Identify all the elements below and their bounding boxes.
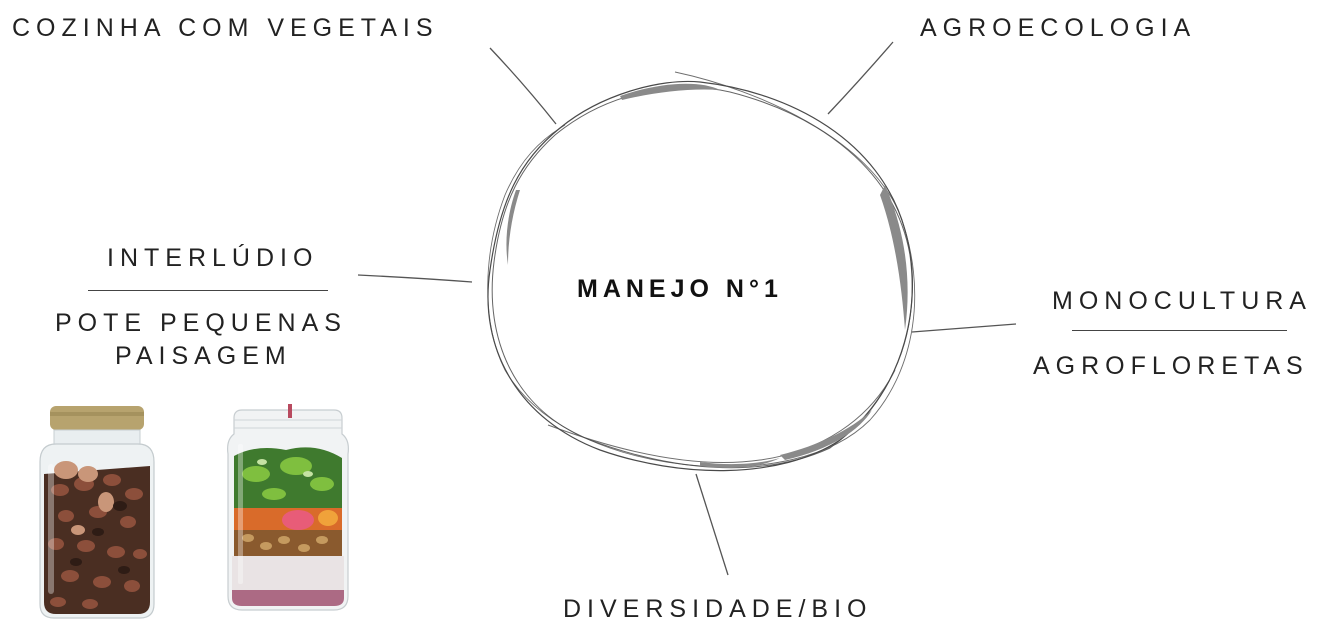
label-left-top: INTERLÚDIO xyxy=(107,244,319,272)
bean-jar-icon xyxy=(39,406,155,619)
divider-right xyxy=(1072,330,1287,331)
label-right-bottom: AGROFLORETAS xyxy=(1033,352,1309,380)
label-right-top: MONOCULTURA xyxy=(1052,287,1312,315)
spoke-right xyxy=(911,323,1017,333)
label-top-left: COZINHA COM VEGETAIS xyxy=(12,14,439,42)
label-left-bottom-line2: PAISAGEM xyxy=(115,342,292,370)
spoke-top-left xyxy=(489,47,557,125)
salad-jar-icon xyxy=(227,404,349,611)
circle-brush-accents xyxy=(506,83,908,468)
spoke-bottom xyxy=(695,473,729,576)
label-bottom: DIVERSIDADE/BIO xyxy=(563,595,873,623)
spoke-top-right xyxy=(827,41,894,115)
spoke-left xyxy=(357,274,473,283)
hand-drawn-circle xyxy=(487,71,916,472)
divider-left xyxy=(88,290,328,291)
center-title: MANEJO N°1 xyxy=(577,275,783,303)
label-left-bottom-line1: POTE PEQUENAS xyxy=(55,309,347,337)
label-top-right: AGROECOLOGIA xyxy=(920,14,1197,42)
